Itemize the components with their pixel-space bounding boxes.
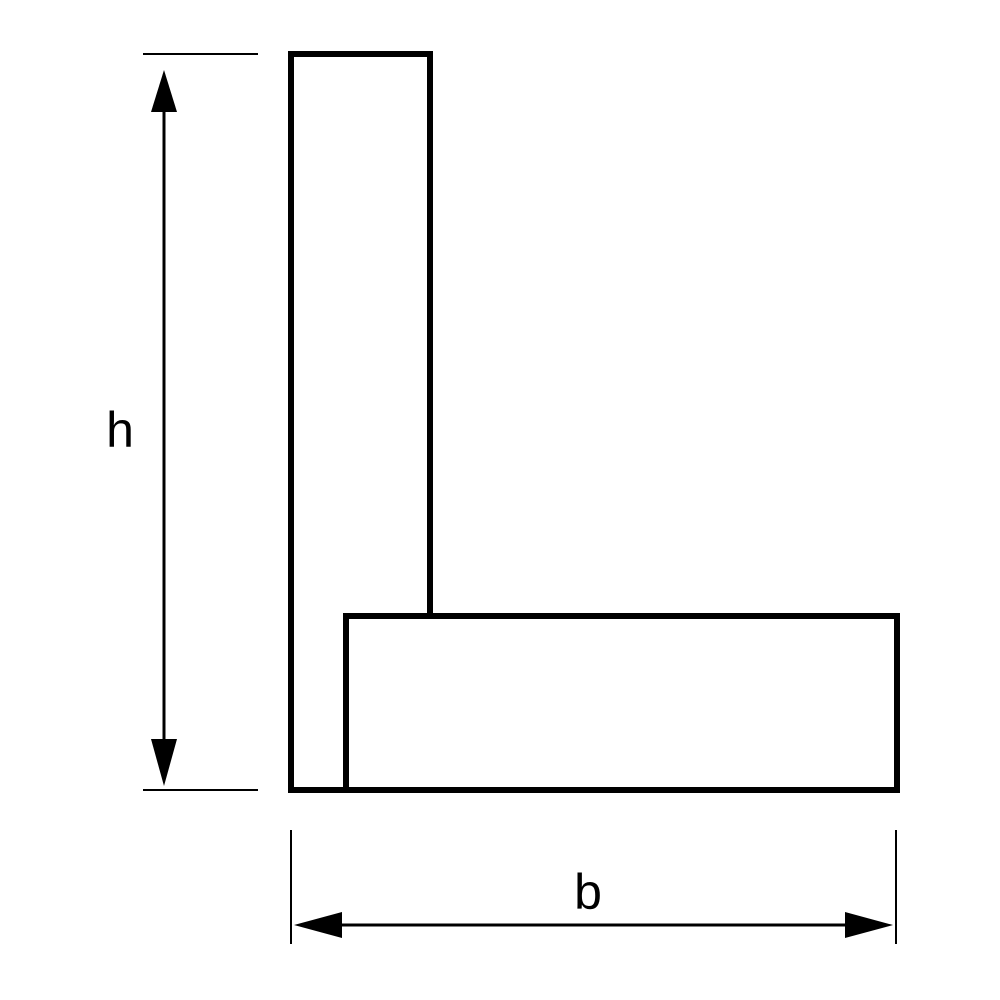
arrowhead-right-icon (845, 912, 893, 938)
horizontal-base (343, 613, 900, 793)
vertical-blade (288, 51, 433, 790)
height-label: h (106, 402, 134, 458)
arrowhead-up-icon (151, 70, 177, 112)
arrowhead-left-icon (294, 912, 342, 938)
width-label: b (574, 864, 602, 920)
arrowhead-down-icon (151, 739, 177, 786)
